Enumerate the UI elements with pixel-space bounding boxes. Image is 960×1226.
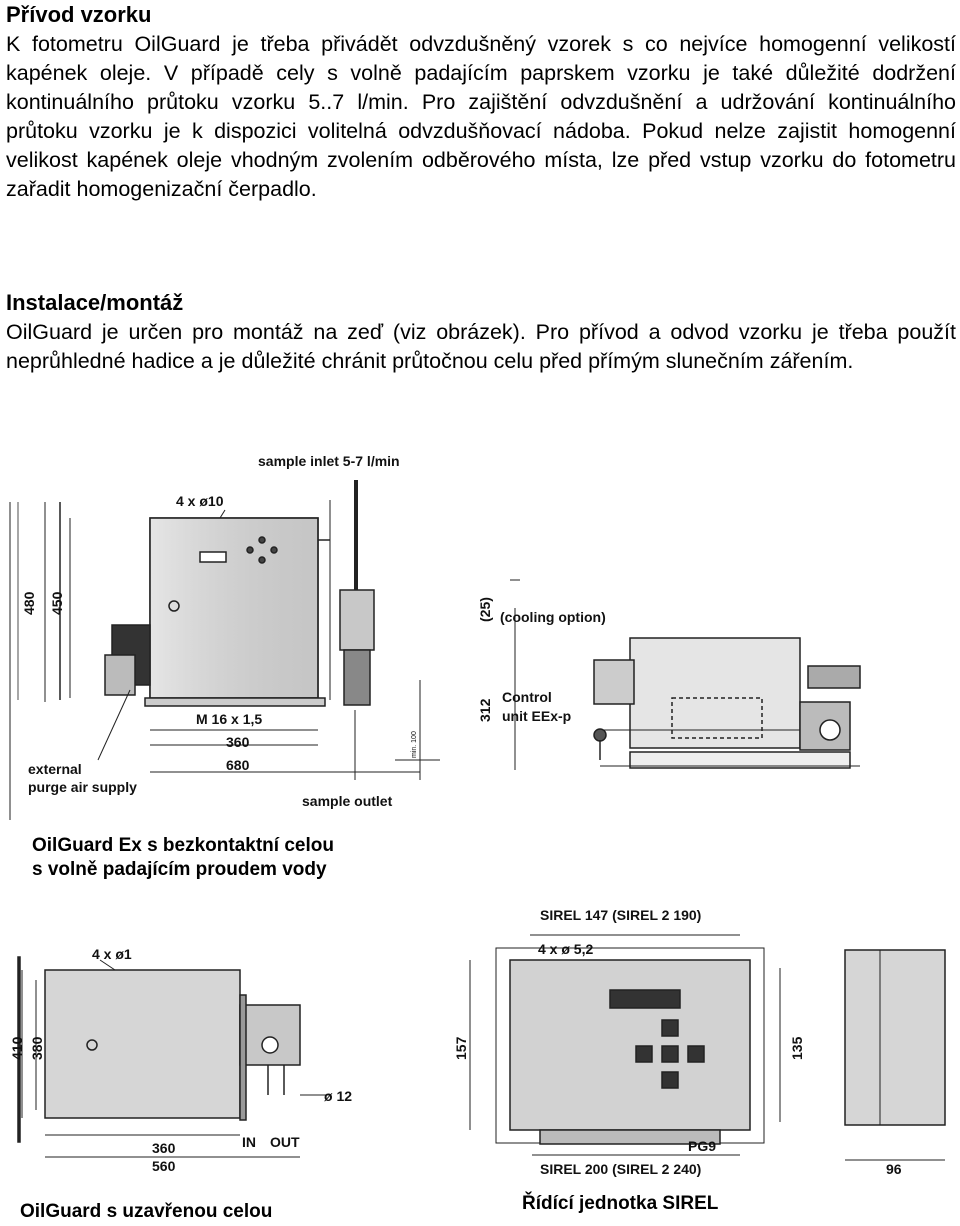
- dim-360-fig2: 360: [152, 1140, 176, 1156]
- figure-oilguard-ex-drawing: sample inlet 5-7 l/min 4 x ø10 480 450 M…: [9, 453, 861, 820]
- dim-360-fig1: 360: [226, 734, 250, 750]
- label-cooling-option: (cooling option): [500, 609, 606, 625]
- dim-480: 480: [21, 591, 37, 615]
- label-pg9: PG9: [688, 1138, 716, 1154]
- dim-560: 560: [152, 1158, 176, 1174]
- label-sample-outlet: sample outlet: [302, 793, 393, 809]
- label-min-100: min. 100: [411, 731, 418, 758]
- label-in: IN: [242, 1134, 256, 1150]
- figure-sirel-drawing: SIREL 147 (SIREL 2 190) 4 x ø 5,2 157 13…: [453, 907, 946, 1177]
- dim-312: 312: [477, 698, 493, 722]
- label-sirel-bottom: SIREL 200 (SIREL 2 240): [540, 1161, 701, 1177]
- label-sample-inlet: sample inlet 5-7 l/min: [258, 453, 400, 469]
- label-control-line2: unit EEx-p: [502, 708, 571, 724]
- label-thread: M 16 x 1,5: [196, 711, 262, 727]
- label-external-line1: external: [28, 761, 82, 777]
- dim-680: 680: [226, 757, 250, 773]
- caption-oilguard-ex-line2: s volně padajícím proudem vody: [32, 859, 327, 880]
- section-paragraph-installation: OilGuard je určen pro montáž na zeď (viz…: [6, 320, 956, 373]
- caption-oilguard-ex-line1: OilGuard Ex s bezkontaktní celou: [32, 835, 334, 856]
- caption-oilguard-ex: OilGuard Ex s bezkontaktní celou s volně…: [32, 834, 334, 882]
- dim-450: 450: [49, 591, 65, 615]
- label-external-line2: purge air supply: [28, 779, 137, 795]
- label-out: OUT: [270, 1134, 300, 1150]
- dim-12: ø 12: [324, 1088, 352, 1104]
- section-heading-installation: Instalace/montáž: [6, 290, 184, 315]
- caption-oilguard-closed-cell: OilGuard s uzavřenou celou: [20, 1201, 273, 1222]
- label-holes-1: 4 x ø1: [92, 946, 132, 962]
- figure-oilguard-closed-cell-drawing: 4 x ø1 410 380 360 560 ø 12 IN OUT: [9, 946, 352, 1174]
- dim-410: 410: [9, 1036, 25, 1060]
- label-control-line1: Control: [502, 689, 552, 705]
- section-heading-sample-supply: Přívod vzorku: [6, 2, 152, 27]
- label-holes-10: 4 x ø10: [176, 493, 224, 509]
- dim-25: (25): [477, 597, 493, 622]
- caption-sirel: Řídící jednotka SIREL: [522, 1193, 719, 1214]
- label-holes-5-2: 4 x ø 5,2: [538, 941, 593, 957]
- dim-96: 96: [886, 1161, 902, 1177]
- label-sirel-top: SIREL 147 (SIREL 2 190): [540, 907, 701, 923]
- dim-380: 380: [29, 1036, 45, 1060]
- dim-135: 135: [789, 1036, 805, 1060]
- section-paragraph-sample-supply: K fotometru OilGuard je třeba přivádět o…: [6, 32, 956, 201]
- dim-157: 157: [453, 1036, 469, 1060]
